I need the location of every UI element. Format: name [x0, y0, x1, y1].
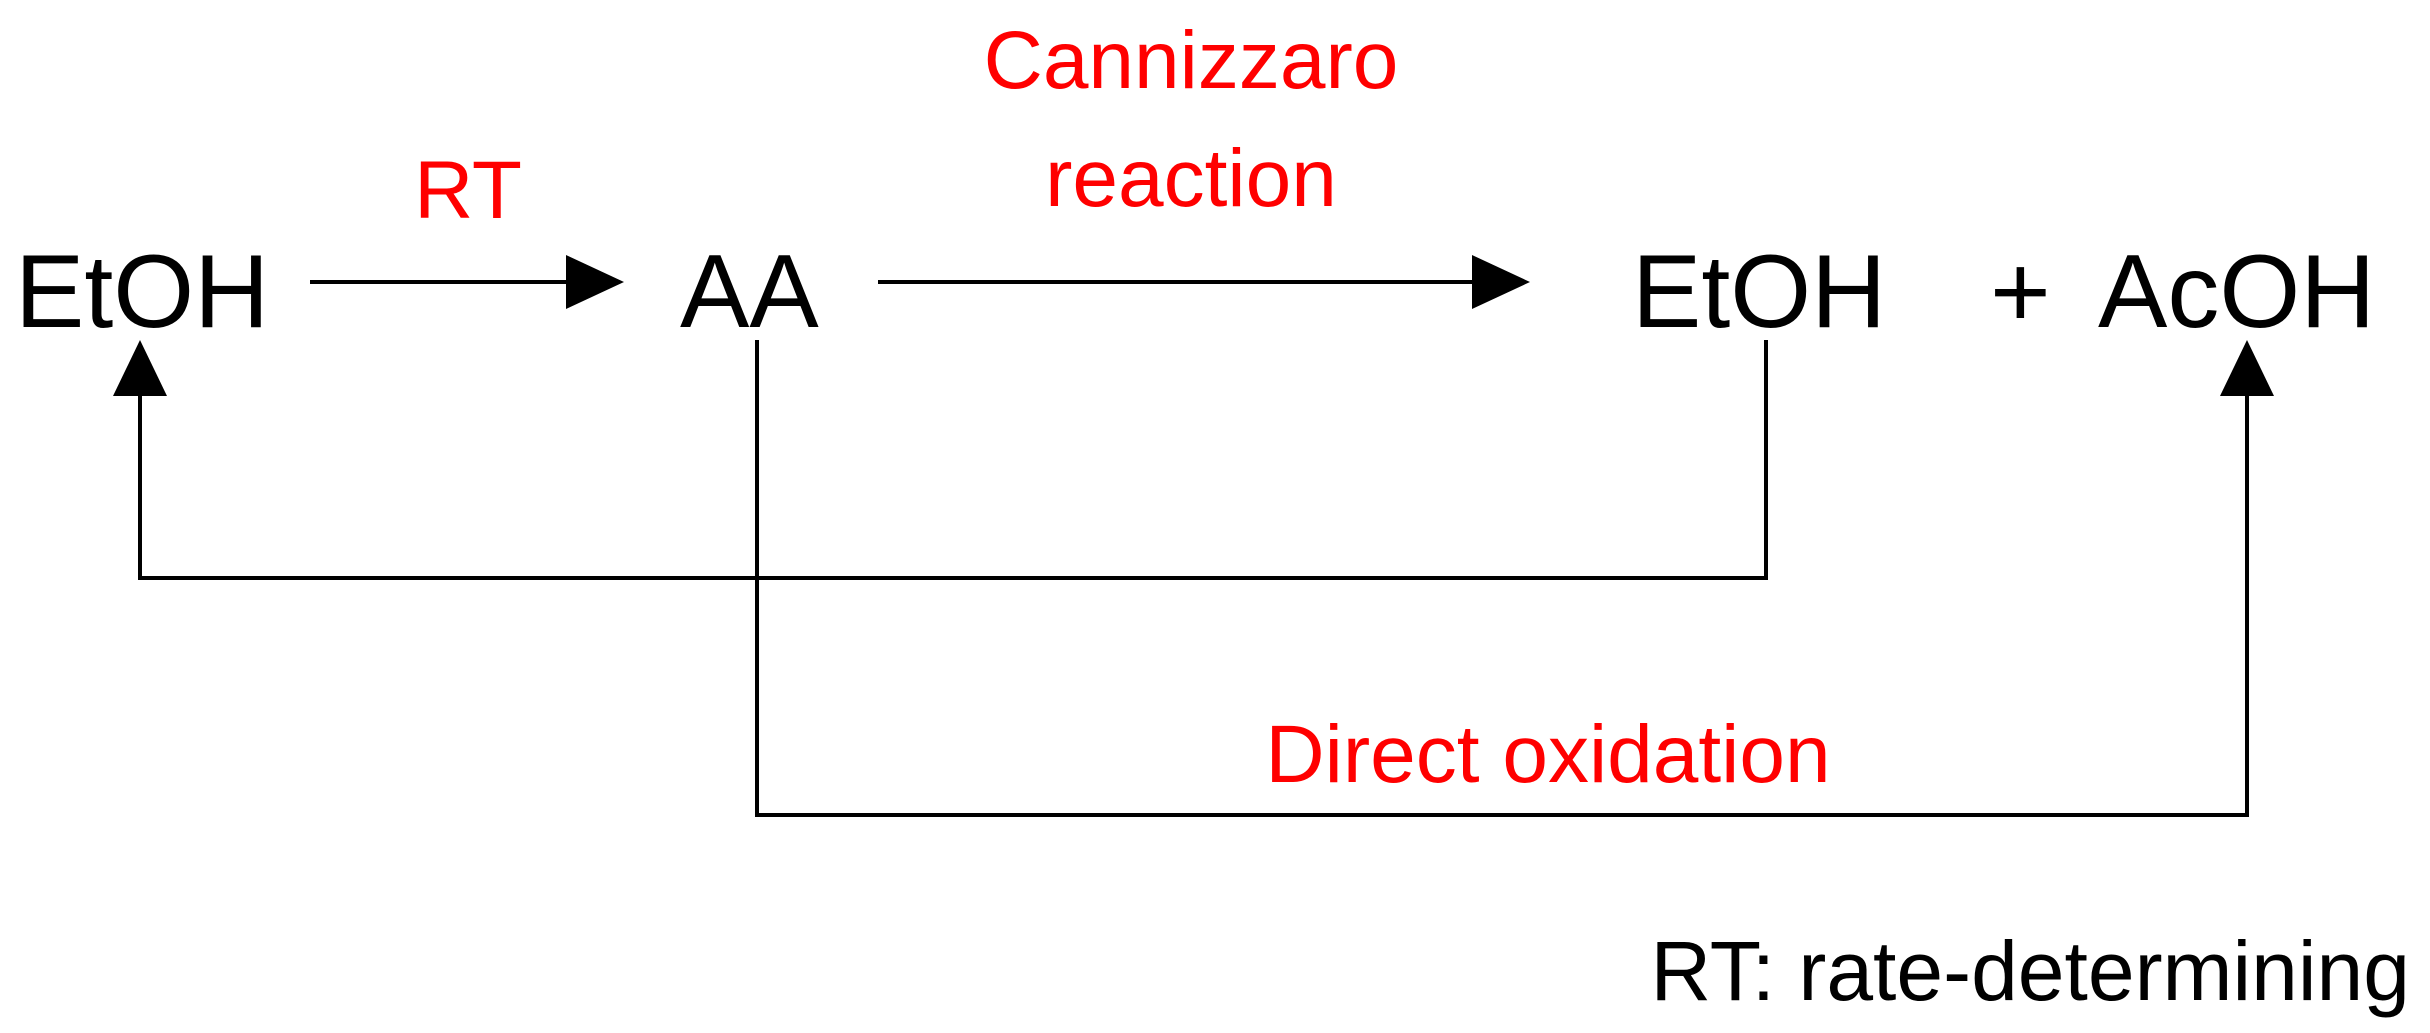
arrow-etoh-recycle: [113, 340, 1768, 580]
arrow-etoh-recycle-head: [113, 340, 167, 396]
rt-label: RT: [414, 145, 522, 236]
arrow-etoh-recycle-path: [138, 340, 1768, 580]
arrow-cannizzaro-head: [1472, 255, 1530, 309]
arrow-direct-oxidation-head: [2220, 340, 2274, 396]
species-etoh-right: EtOH: [1632, 234, 1886, 350]
arrow-direct-oxidation-path: [755, 340, 2249, 817]
species-aa: AA: [680, 234, 819, 350]
species-acoh: AcOH: [2098, 234, 2375, 350]
arrow-etoh-to-aa-head: [566, 255, 624, 309]
plus-sign: +: [1990, 234, 2051, 350]
cannizzaro-label-line2: reaction: [1045, 133, 1337, 224]
arrow-direct-oxidation: [755, 340, 2274, 817]
species-etoh-left: EtOH: [15, 234, 269, 350]
arrow-cannizzaro: [878, 255, 1530, 309]
arrow-etoh-to-aa: [310, 255, 624, 309]
footnote-rt-definition: RT: rate-determining: [1651, 924, 2410, 1018]
direct-oxidation-label: Direct oxidation: [1265, 709, 1830, 800]
cannizzaro-label-line1: Cannizzaro: [984, 15, 1399, 106]
